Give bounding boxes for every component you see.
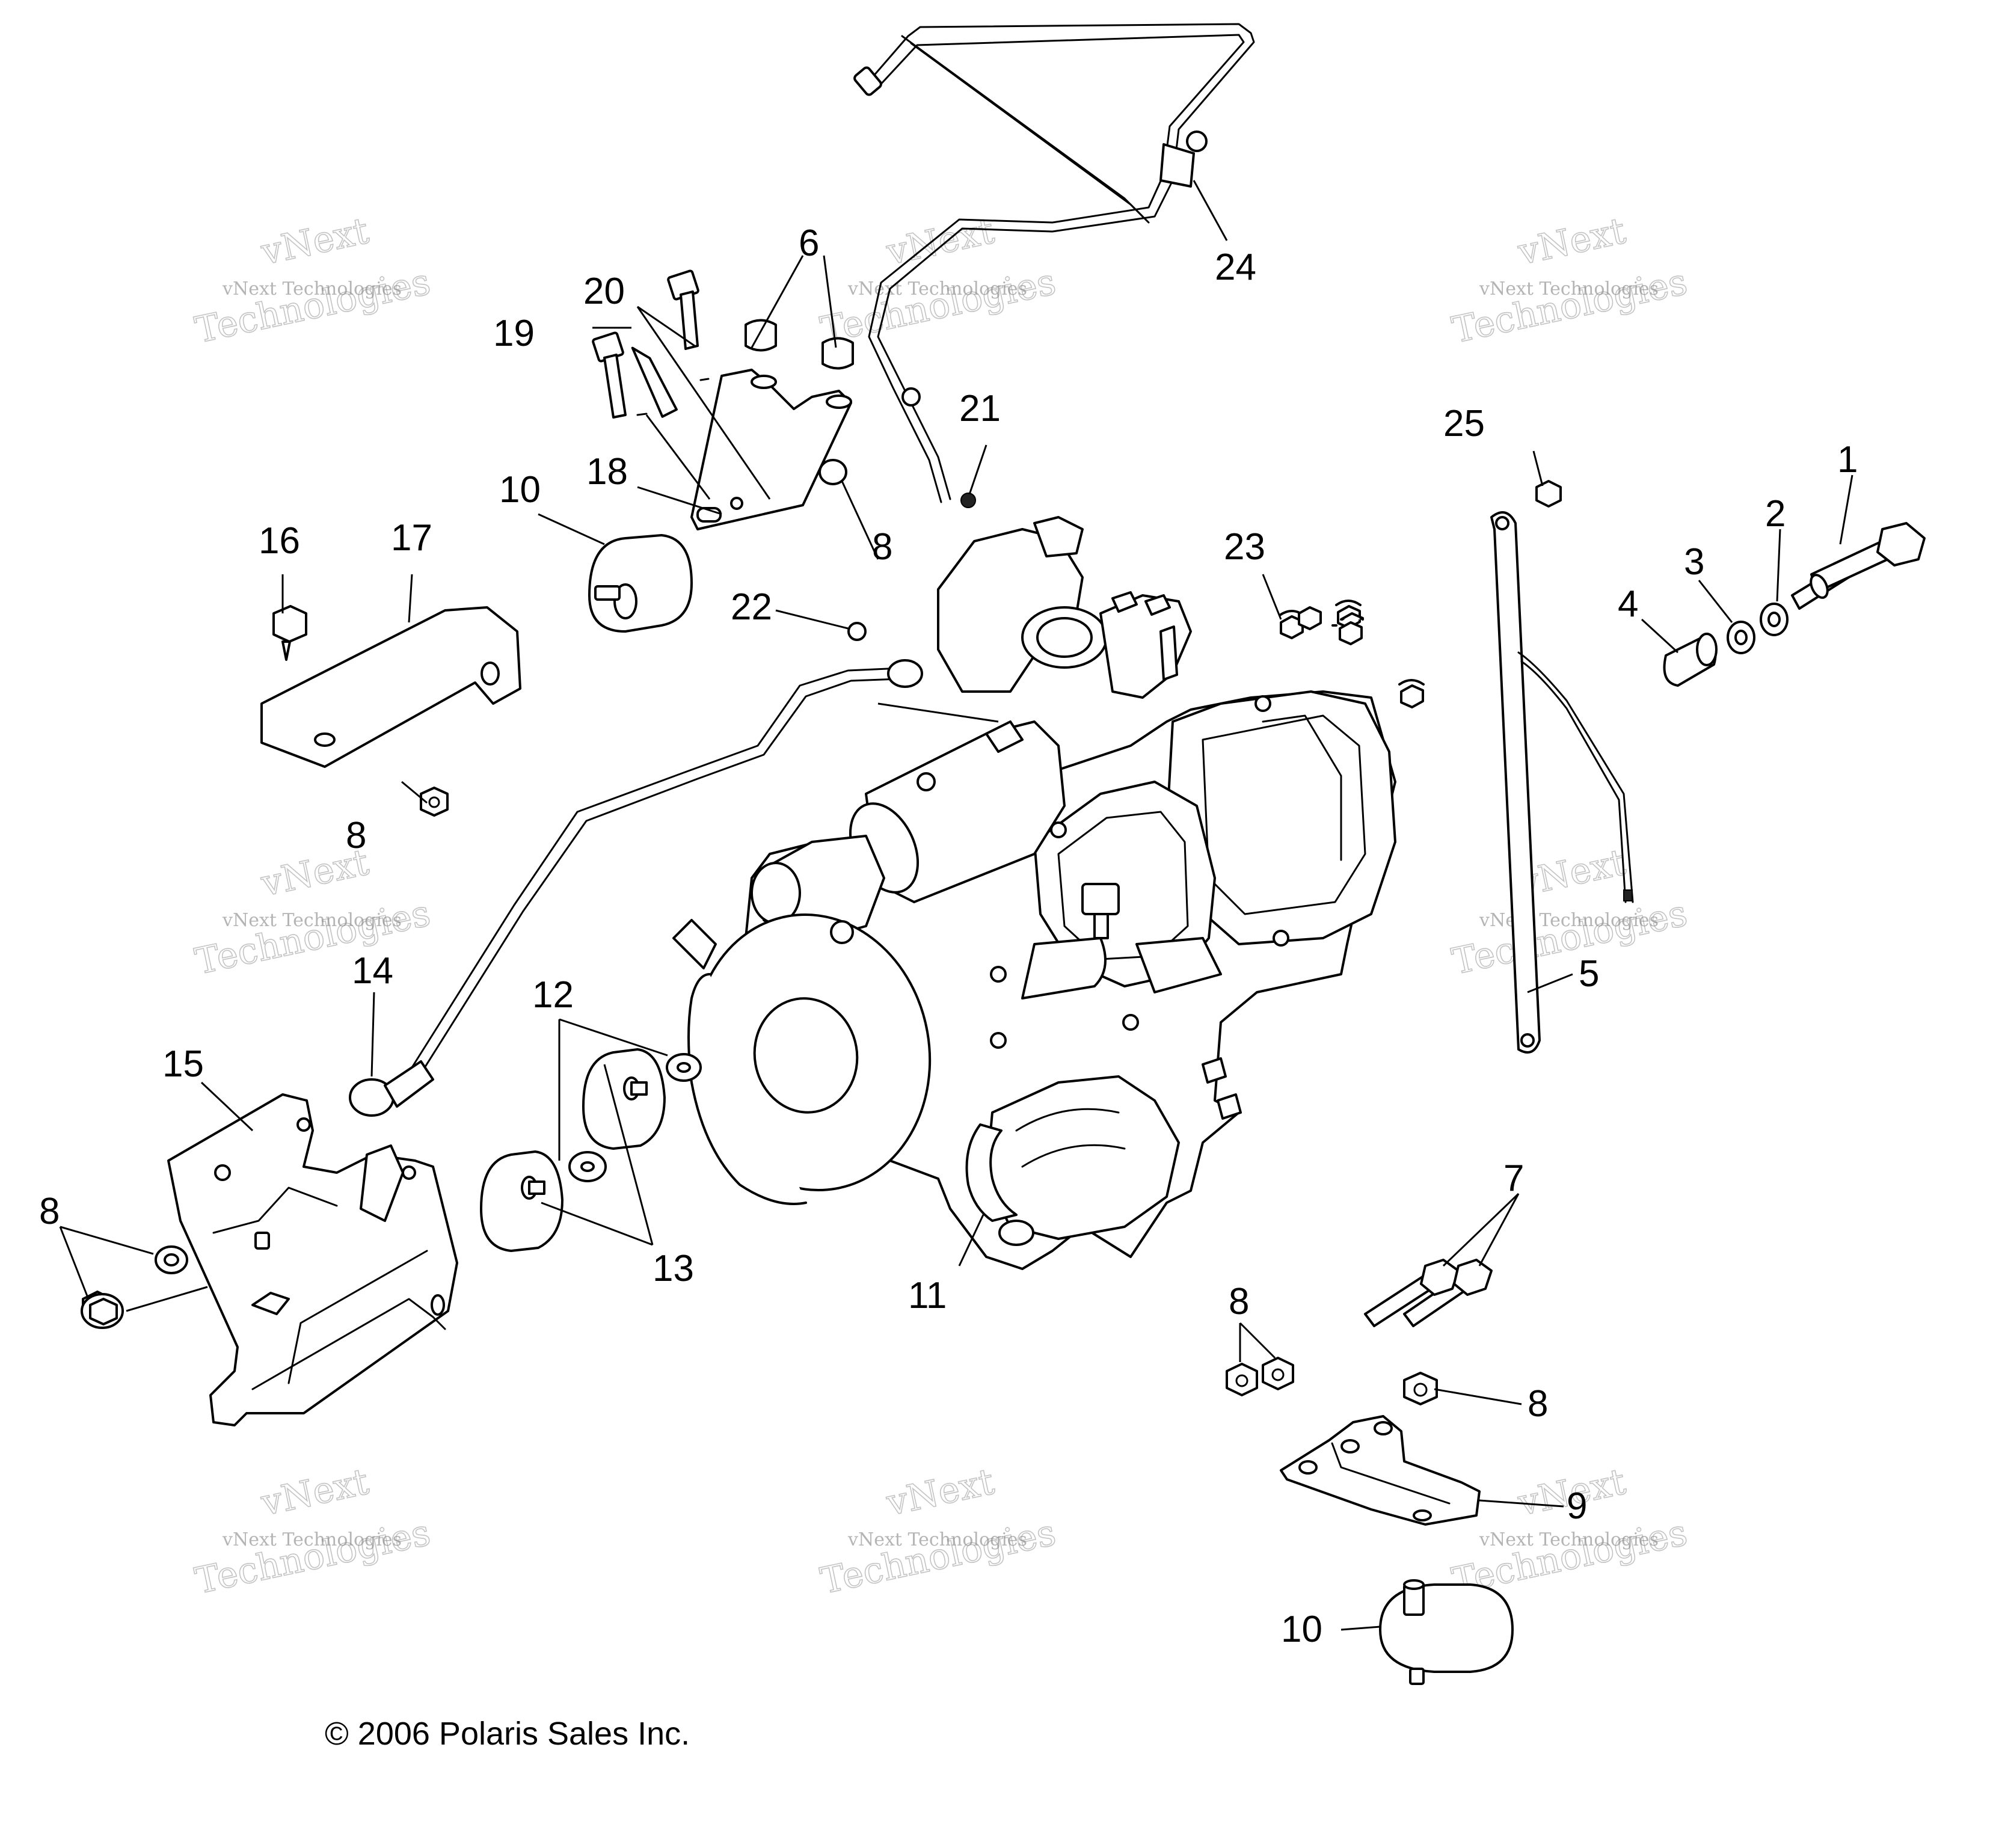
watermark-bottom-left: vNext vNext Technologies Technologies bbox=[191, 1460, 435, 1603]
part-17-bracket bbox=[260, 605, 521, 768]
svg-text:Technologies: Technologies bbox=[1449, 261, 1691, 352]
part-11-engine bbox=[672, 516, 1396, 1270]
svg-text:Technologies: Technologies bbox=[817, 261, 1060, 352]
callout-15: 15 bbox=[162, 1043, 204, 1085]
callout-18: 18 bbox=[586, 451, 628, 493]
part-23-bolts bbox=[1279, 600, 1425, 708]
part-12-mount-and-washer bbox=[582, 1048, 702, 1150]
copyright-notice: © 2006 Polaris Sales Inc. bbox=[325, 1716, 690, 1752]
part-9-bracket bbox=[1280, 1415, 1481, 1526]
callout-24: 24 bbox=[1215, 247, 1256, 288]
part-15-bracket bbox=[167, 1093, 458, 1426]
part-13-mount-and-washer bbox=[480, 1150, 607, 1252]
callout-8-lower-right: 8 bbox=[1528, 1383, 1548, 1425]
part-24-vent-tube bbox=[853, 23, 1255, 503]
svg-text:vNext Technologies: vNext Technologies bbox=[847, 1529, 1027, 1550]
svg-text:vNext Technologies: vNext Technologies bbox=[222, 1529, 402, 1550]
callout-7: 7 bbox=[1503, 1158, 1524, 1199]
callout-6: 6 bbox=[799, 223, 819, 264]
callout-10-lower: 10 bbox=[1281, 1609, 1322, 1650]
callout-labels: 1 2 3 4 5 6 7 8 8 8 8 8 9 10 10 11 12 13… bbox=[39, 223, 1858, 1650]
watermark-mid-left: vNext vNext Technologies Technologies bbox=[191, 841, 435, 983]
part-3-washer bbox=[1727, 621, 1755, 654]
callout-16: 16 bbox=[259, 520, 300, 562]
callout-17: 17 bbox=[391, 517, 432, 559]
callout-14: 14 bbox=[352, 950, 393, 992]
callout-19: 19 bbox=[493, 313, 535, 354]
part-8-nuts-lower-right bbox=[1226, 1357, 1438, 1405]
svg-text:Technologies: Technologies bbox=[192, 1512, 434, 1603]
callout-21: 21 bbox=[959, 388, 1001, 429]
svg-text:Technologies: Technologies bbox=[817, 1512, 1060, 1603]
callout-12: 12 bbox=[532, 974, 574, 1016]
svg-text:vNext Technologies: vNext Technologies bbox=[1479, 910, 1659, 931]
callout-5: 5 bbox=[1579, 953, 1599, 995]
part-25-bolt bbox=[1535, 480, 1562, 508]
part-4-spacer bbox=[1663, 633, 1718, 687]
svg-text:vNext Technologies: vNext Technologies bbox=[1479, 278, 1659, 299]
callout-20: 20 bbox=[583, 271, 625, 312]
svg-text:vNext: vNext bbox=[257, 210, 372, 274]
callout-1: 1 bbox=[1837, 439, 1858, 480]
part-10-upper-mount bbox=[588, 534, 693, 633]
svg-text:Technologies: Technologies bbox=[1449, 892, 1691, 983]
svg-text:vNext Technologies: vNext Technologies bbox=[1479, 1529, 1659, 1550]
callout-2: 2 bbox=[1765, 493, 1786, 535]
watermark-top-right: vNext vNext Technologies Technologies bbox=[1448, 209, 1692, 352]
callout-8-lower-right-pair: 8 bbox=[1229, 1281, 1249, 1322]
svg-text:Technologies: Technologies bbox=[192, 261, 434, 352]
callout-9: 9 bbox=[1567, 1485, 1587, 1527]
part-14-cable bbox=[349, 659, 923, 1117]
part-8-nuts-left-lower bbox=[81, 1245, 188, 1329]
watermark-mid-right: vNext vNext Technologies Technologies bbox=[1448, 841, 1692, 983]
svg-text:vNext: vNext bbox=[257, 1461, 372, 1524]
callout-13: 13 bbox=[653, 1248, 694, 1289]
callout-10-upper: 10 bbox=[499, 469, 541, 511]
callout-3: 3 bbox=[1684, 541, 1704, 583]
callout-8-left-lower: 8 bbox=[39, 1191, 60, 1232]
callout-8-upper: 8 bbox=[872, 526, 892, 568]
svg-text:vNext Technologies: vNext Technologies bbox=[222, 278, 402, 299]
callout-11: 11 bbox=[908, 1275, 947, 1316]
part-5-torque-rod bbox=[1490, 511, 1634, 1054]
watermark-bottom-center: vNext vNext Technologies Technologies bbox=[817, 1460, 1060, 1603]
part-7-bolts bbox=[1364, 1259, 1493, 1327]
part-2-washer bbox=[1760, 603, 1789, 636]
watermark-bottom-right: vNext vNext Technologies Technologies bbox=[1448, 1460, 1692, 1603]
part-1-bolt bbox=[1791, 522, 1926, 610]
callout-8-left-upper: 8 bbox=[346, 815, 366, 856]
part-21-fitting bbox=[960, 493, 976, 508]
svg-text:Technologies: Technologies bbox=[192, 892, 434, 983]
watermark-top-left: vNext vNext Technologies Technologies bbox=[191, 209, 435, 352]
part-8-nut-left-upper bbox=[420, 787, 449, 817]
callout-4: 4 bbox=[1618, 583, 1638, 625]
part-10-lower-mount bbox=[1379, 1579, 1514, 1685]
part-18-bracket bbox=[592, 269, 854, 530]
part-22-nut bbox=[847, 622, 867, 641]
callout-25: 25 bbox=[1443, 403, 1485, 444]
svg-text:vNext Technologies: vNext Technologies bbox=[222, 910, 402, 931]
callout-23: 23 bbox=[1224, 526, 1265, 568]
callout-22: 22 bbox=[731, 586, 772, 628]
svg-text:vNext: vNext bbox=[1514, 210, 1629, 274]
svg-text:vNext: vNext bbox=[883, 1461, 998, 1524]
leader-lines bbox=[59, 180, 1853, 1631]
